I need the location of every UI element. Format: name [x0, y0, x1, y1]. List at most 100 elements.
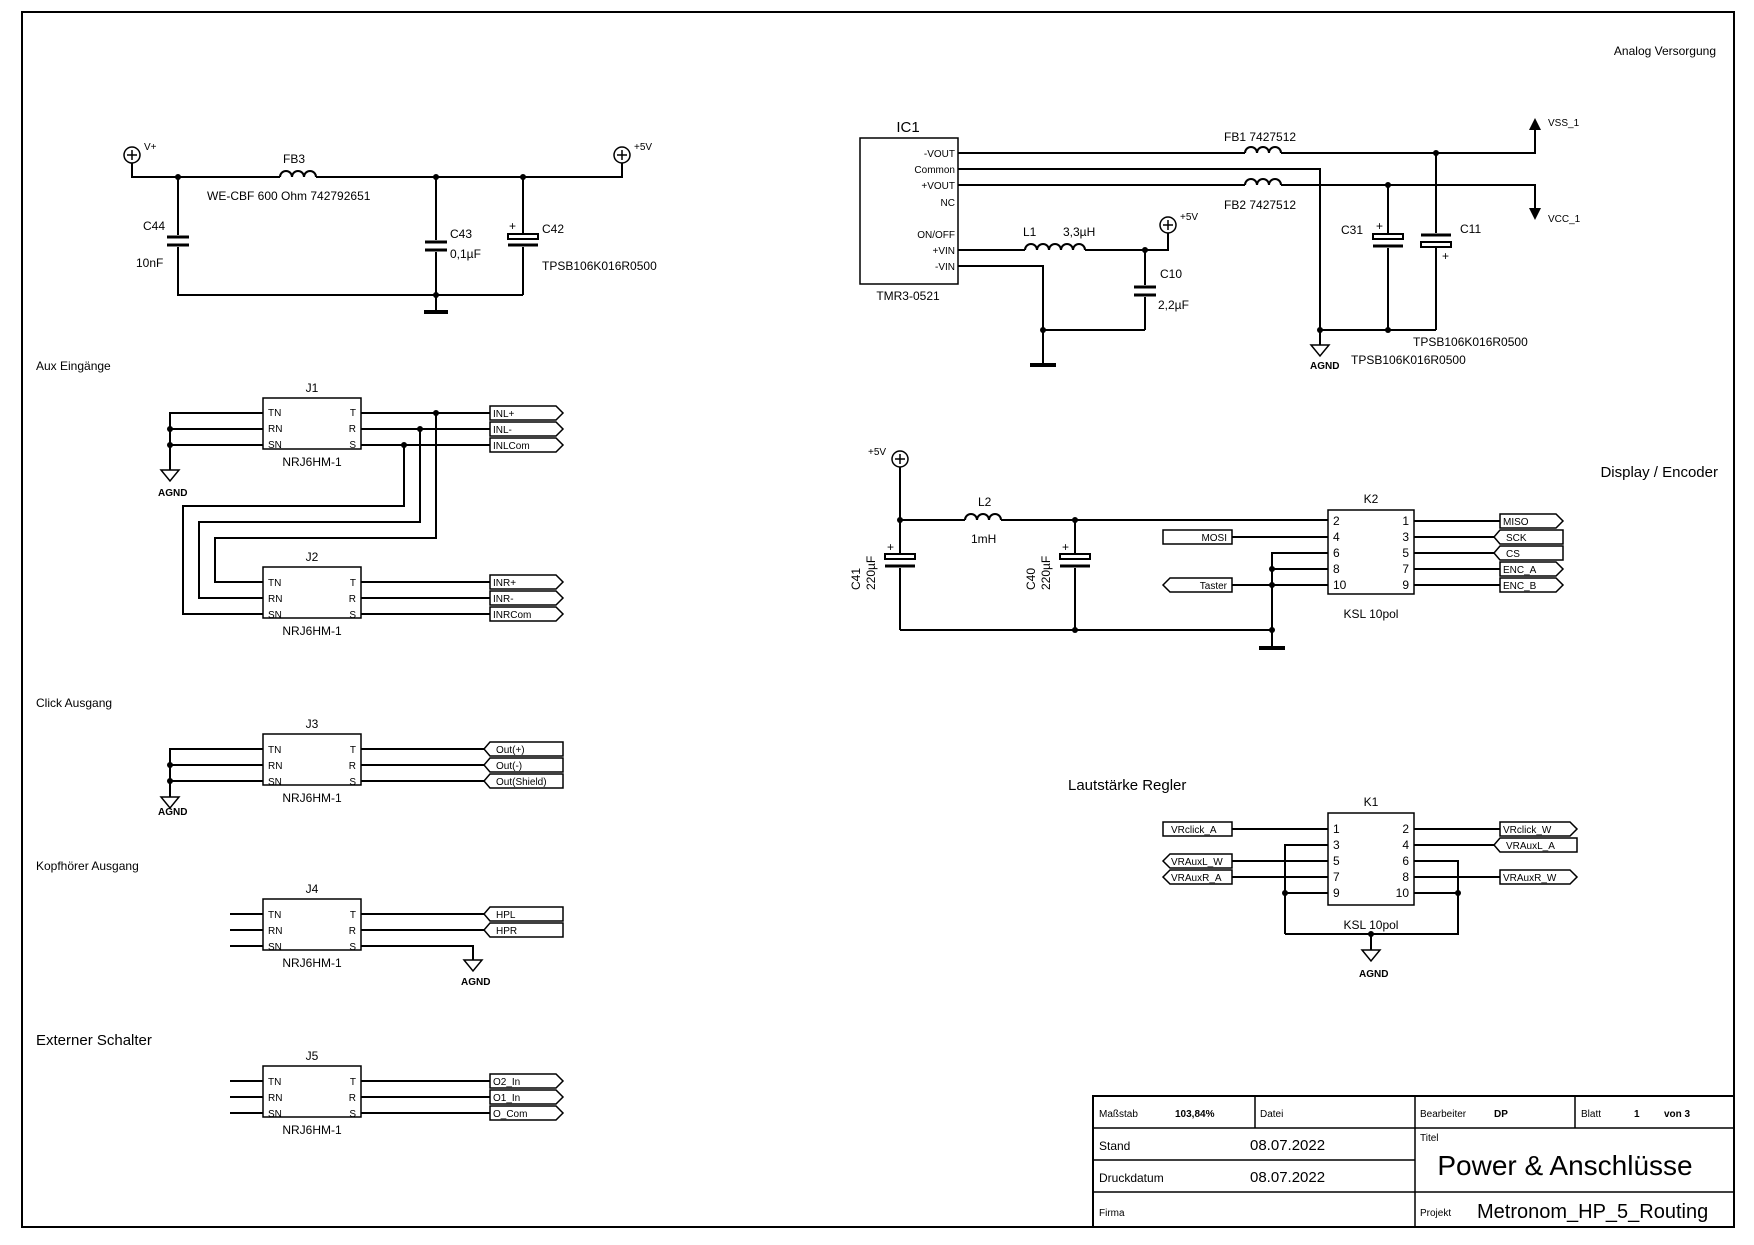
fb2-label: FB2 7427512 [1224, 198, 1296, 212]
j5-s: S [349, 1109, 356, 1120]
tb-druck-label: Druckdatum [1099, 1171, 1164, 1185]
svg-text:7: 7 [1333, 870, 1340, 884]
jack-j4: J4 NRJ6HM-1 TN RN SN T R S AGND HPL HPR [230, 882, 564, 988]
net-enc-a: ENC_A [1503, 565, 1537, 576]
j4-t: T [350, 910, 356, 921]
title-block: Maßstab 103,84% Datei Stand 08.07.2022 D… [1092, 1095, 1735, 1228]
net-out-shield: Out(Shield) [496, 777, 547, 788]
k1-ref: K1 [1364, 795, 1379, 809]
l2-ref: L2 [978, 495, 992, 509]
j5-ref: J5 [306, 1049, 319, 1063]
agnd-label: AGND [1310, 361, 1339, 372]
j2-s: S [349, 610, 356, 621]
svg-text:+: + [509, 219, 516, 233]
power-filter: V+ +5V FB3 WE-CBF 600 Ohm 742792651 C44 … [123, 142, 657, 314]
c11-value: TPSB106K016R0500 [1413, 335, 1528, 349]
sheet-frame [21, 11, 1735, 1228]
svg-text:5: 5 [1402, 546, 1409, 560]
c41-ref: C41 [849, 568, 863, 590]
net-vrauxr-a: VRAuxR_A [1171, 873, 1222, 884]
j2-part: NRJ6HM-1 [282, 624, 342, 638]
vcc-label: VCC_1 [1548, 214, 1581, 225]
j3-rn: RN [268, 761, 282, 772]
l1-value: 3,3µH [1063, 225, 1095, 239]
jack-j2: J2 NRJ6HM-1 TN RN SN T R S INR+ INR- INR… [262, 550, 565, 638]
j3-s: S [349, 777, 356, 788]
jack-j3: J3 NRJ6HM-1 TN RN SN T R S AGND Out(+) O… [158, 717, 564, 818]
section-aux: Aux Eingänge [36, 359, 111, 373]
fb1-label: FB1 7427512 [1224, 130, 1296, 144]
k1-agnd: AGND [1359, 969, 1388, 980]
l1-ref: L1 [1023, 225, 1037, 239]
tb-stand-label: Stand [1099, 1139, 1130, 1153]
j3-agnd: AGND [158, 807, 187, 818]
tb-von: von 3 [1664, 1109, 1691, 1120]
j4-r: R [349, 926, 356, 937]
svg-text:2: 2 [1402, 822, 1409, 836]
j5-part: NRJ6HM-1 [282, 1123, 342, 1137]
net-vrclick-w: VRclick_W [1503, 825, 1552, 836]
tb-massstab: 103,84% [1175, 1109, 1215, 1120]
p5v-label: +5V [634, 142, 652, 153]
ic1-body [859, 137, 959, 285]
j3-tn: TN [268, 745, 281, 756]
net-vrauxl-a: VRAuxL_A [1506, 841, 1555, 852]
svg-text:5: 5 [1333, 854, 1340, 868]
net-enc-b: ENC_B [1503, 581, 1537, 592]
j4-agnd: AGND [461, 977, 490, 988]
j1-sn: SN [268, 440, 282, 451]
section-click: Click Ausgang [36, 696, 112, 710]
l2-value: 1mH [971, 532, 996, 546]
net-inl-minus: INL- [493, 425, 512, 436]
vplus-label: V+ [144, 142, 157, 153]
net-vrauxl-w: VRAuxL_W [1171, 857, 1223, 868]
svg-text:3: 3 [1402, 530, 1409, 544]
svg-text:9: 9 [1333, 886, 1340, 900]
svg-text:+: + [887, 540, 894, 554]
svg-text:1: 1 [1402, 514, 1409, 528]
c41-value: 220µF [864, 556, 878, 590]
tb-massstab-label: Maßstab [1099, 1109, 1138, 1120]
net-o2-in: O2_In [493, 1077, 520, 1088]
j4-part: NRJ6HM-1 [282, 956, 342, 970]
svg-text:+: + [1376, 219, 1383, 233]
svg-text:3: 3 [1333, 838, 1340, 852]
net-o1-in: O1_In [493, 1093, 520, 1104]
c10-value: 2,2µF [1158, 298, 1189, 312]
net-miso: MISO [1503, 517, 1529, 528]
j5-tn: TN [268, 1077, 281, 1088]
fb3-ref: FB3 [283, 152, 305, 166]
l2-inductor [964, 513, 1002, 521]
ic1-p5v-label: +5V [1180, 212, 1198, 223]
tb-projekt-label: Projekt [1420, 1208, 1451, 1219]
vcc-arrow [1529, 208, 1541, 220]
j1-s: S [349, 440, 356, 451]
k1-part: KSL 10pol [1344, 918, 1399, 932]
c31-ref: C31 [1341, 223, 1363, 237]
j1-tn: TN [268, 408, 281, 419]
c40-value: 220µF [1039, 556, 1053, 590]
j1-t: T [350, 408, 356, 419]
tb-druck: 08.07.2022 [1250, 1169, 1325, 1186]
tb-firma-label: Firma [1099, 1208, 1125, 1219]
j2-rn: RN [268, 594, 282, 605]
vss-arrow [1529, 118, 1541, 130]
net-vrauxr-w: VRAuxR_W [1503, 873, 1557, 884]
j3-t: T [350, 745, 356, 756]
c44-value: 10nF [136, 256, 163, 270]
tb-bearbeiter-label: Bearbeiter [1420, 1109, 1467, 1120]
j5-r: R [349, 1093, 356, 1104]
j4-rn: RN [268, 926, 282, 937]
ic1-pin-vout-neg: -VOUT [924, 149, 955, 160]
c11-ref: C11 [1460, 222, 1481, 236]
svg-text:9: 9 [1402, 578, 1409, 592]
j2-r: R [349, 594, 356, 605]
net-inr-plus: INR+ [493, 578, 516, 589]
fb1-inductor [1244, 146, 1282, 154]
tb-projekt: Metronom_HP_5_Routing [1477, 1201, 1708, 1223]
net-inrcom: INRCom [493, 610, 531, 621]
j5-rn: RN [268, 1093, 282, 1104]
